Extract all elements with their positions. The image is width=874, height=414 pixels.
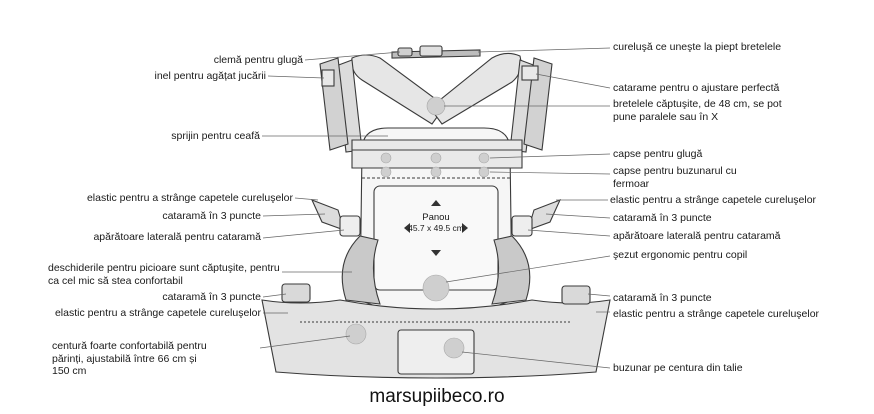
label-waist-buckle-left: cataramă în 3 puncte (162, 291, 261, 303)
left-leg-opening (341, 235, 381, 305)
leader-belt-pocket (461, 351, 611, 369)
label-chest-strap: cureluşă ce uneşte la piept bretelele (613, 41, 782, 53)
right-adjust-buckle (521, 65, 539, 81)
label-buckle-3pt-left: cataramă în 3 puncte (162, 210, 261, 222)
leader-adjust-buckles (535, 73, 611, 89)
label-waist-buckle-right: cataramă în 3 puncte (613, 292, 712, 304)
dot-belt-left (345, 323, 367, 345)
leader-buckle-3pt-left (262, 213, 326, 217)
panel-title: Panou (422, 212, 450, 223)
dot-hood-snap-1 (380, 152, 392, 164)
panel-size: 45.7 x 49.5 cm (408, 223, 464, 233)
dot-pocket-snap-1 (380, 166, 392, 178)
right-waist-buckle (561, 285, 591, 305)
label-adjust-buckles: catarame pentru o ajustare perfectă (613, 82, 780, 94)
label-neck-support: sprijin pentru ceafă (171, 130, 260, 142)
indicator-dots (345, 96, 490, 359)
arrow-left-icon (404, 223, 410, 233)
leader-waist-buckle-right (587, 293, 611, 297)
dot-pocket-snap-3 (478, 166, 490, 178)
label-hood-snaps: capse pentru glugă (613, 148, 703, 160)
dot-pocket-snap-2 (430, 166, 442, 178)
label-ergonomic-seat: şezut ergonomic pentru copil (613, 249, 748, 261)
dot-belt-pocket (443, 337, 465, 359)
label-buckle-guard-left: apărătoare laterală pentru cataramă (93, 231, 261, 243)
left-waist-buckle (281, 283, 311, 303)
panel-arrows (404, 200, 468, 256)
leader-strap-elastic-left (294, 197, 319, 201)
right-buckle-guard (511, 215, 533, 237)
leader-chest-strap (477, 47, 611, 53)
label-pocket-snaps: capse pentru buzunarul cu fermoar (613, 165, 737, 190)
label-buckle-guard-right: apărătoare laterală pentru cataramă (613, 230, 781, 242)
leader-buckle-guard-right (527, 229, 611, 237)
hood-clip-shape (397, 47, 413, 57)
right-leg-opening (491, 235, 531, 305)
label-strap-elastic-right: elastic pentru a strânge capetele curelu… (610, 194, 817, 206)
leader-waist-buckle-left (262, 293, 287, 298)
right-side-buckle (527, 199, 562, 231)
dot-seat (422, 274, 450, 302)
dot-hood-snap-3 (478, 152, 490, 164)
leader-toy-ring (267, 75, 325, 79)
leader-buckle-guard-left (262, 229, 345, 239)
dot-padded-straps (426, 96, 446, 116)
leader-buckle-3pt-right (545, 213, 611, 219)
leader-ergonomic-seat (445, 255, 611, 283)
chest-buckle (419, 45, 443, 57)
carrier-illustration (261, 45, 611, 379)
left-buckle-guard (339, 215, 361, 237)
arrow-right-icon (462, 223, 468, 233)
dot-hood-snap-2 (430, 152, 442, 164)
label-waist-elastic-left: elastic pentru a strânge capetele curelu… (54, 307, 261, 319)
panel-info: Panou 45.7 x 49.5 cm (396, 212, 476, 234)
arrow-up-icon (431, 200, 441, 206)
label-buckle-3pt-right: cataramă în 3 puncte (613, 212, 712, 224)
leader-pocket-snaps (489, 171, 611, 175)
label-waist-elastic-right: elastic pentru a strânge capetele curelu… (613, 308, 820, 320)
label-padded-straps: bretelele căptuşite, de 48 cm, se pot pu… (613, 98, 782, 123)
label-belt-pocket: buzunar pe centura din talie (613, 362, 743, 374)
right-upper-pad (523, 57, 553, 151)
label-waist-belt: centură foarte confortabilă pentru părin… (52, 340, 207, 377)
leader-hood-snaps (489, 153, 611, 159)
left-side-buckle (310, 199, 345, 231)
leader-waist-belt (259, 335, 351, 349)
website-footer: marsupiibeco.ro (369, 386, 505, 407)
label-toy-ring: inel pentru agățat jucării (154, 70, 267, 82)
arrow-down-icon (431, 250, 441, 256)
leader-hood-clip (304, 51, 401, 61)
leader-lines (259, 47, 611, 369)
right-shoulder-strap (429, 52, 522, 125)
label-strap-elastic-left: elastic pentru a strânge capetele curelu… (86, 192, 293, 204)
label-leg-openings: deschiderile pentru picioare sunt căptuş… (48, 262, 280, 287)
label-hood-clip: clemă pentru glugă (213, 54, 303, 66)
